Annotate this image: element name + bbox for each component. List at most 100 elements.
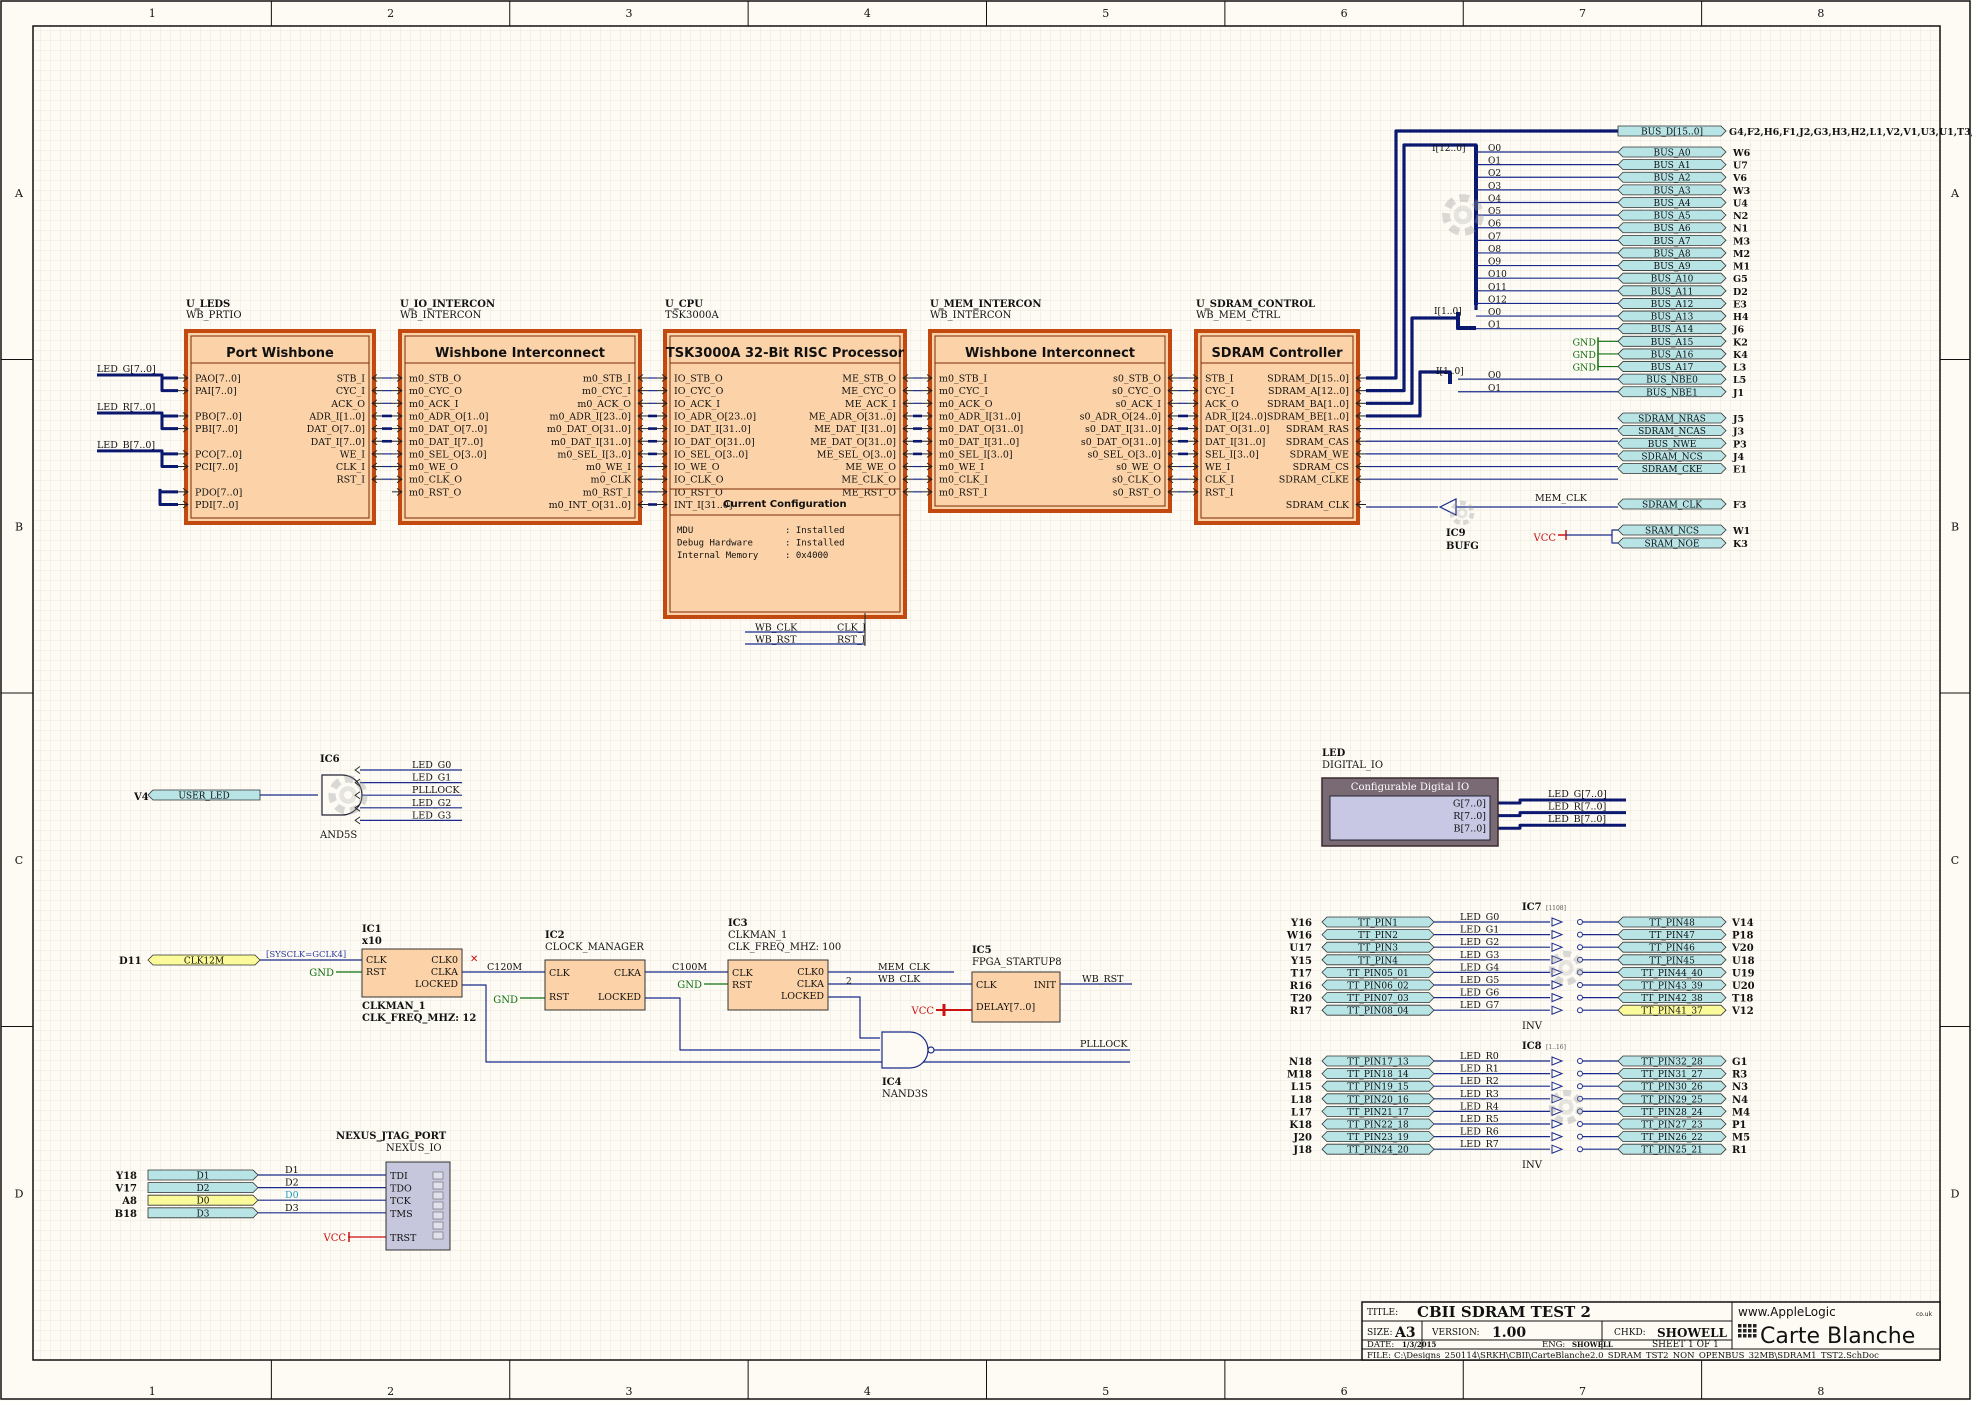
inverter-symbol	[1551, 1005, 1564, 1015]
port-label: BUS_A10	[1651, 275, 1694, 285]
port-tt-out[interactable]: TT_PIN42_38	[1617, 992, 1727, 1005]
port-tt-out[interactable]: TT_PIN45	[1617, 954, 1727, 967]
port-sdram-clk[interactable]: SDRAM_CLK	[1617, 498, 1727, 511]
port-tt-out[interactable]: TT_PIN48	[1617, 916, 1727, 929]
ic1-body[interactable]	[361, 948, 463, 998]
port-bus-nbe1[interactable]: BUS_NBE1	[1617, 386, 1727, 399]
port-sdram-ncas[interactable]: SDRAM_NCAS	[1617, 425, 1727, 438]
port-bus-a3[interactable]: BUS_A3	[1617, 184, 1727, 197]
net-label: LED_G2	[1460, 937, 1499, 948]
port-bus-a7[interactable]: BUS_A7	[1617, 234, 1727, 247]
port-jtag[interactable]: D3	[147, 1207, 259, 1220]
ic-type: CLOCK_MANAGER	[545, 942, 644, 953]
port-tt-out[interactable]: TT_PIN29_25	[1617, 1093, 1727, 1106]
pin-arrow	[1355, 374, 1362, 382]
port-tt-in[interactable]: TT_PIN3	[1321, 941, 1435, 954]
port-bus-a11[interactable]: BUS_A11	[1617, 285, 1727, 298]
port-tt-in[interactable]: TT_PIN18_14	[1321, 1068, 1435, 1081]
port-tt-in[interactable]: TT_PIN17_13	[1321, 1055, 1435, 1068]
block-frame[interactable]	[928, 329, 1172, 513]
pin-number: L17	[1291, 1107, 1312, 1118]
port-bus-nbe0[interactable]: BUS_NBE0	[1617, 373, 1727, 386]
port-tt-in[interactable]: TT_PIN24_20	[1321, 1143, 1435, 1156]
port-tt-in[interactable]: TT_PIN06_02	[1321, 979, 1435, 992]
port-tt-out[interactable]: TT_PIN28_24	[1617, 1106, 1727, 1118]
port-tt-out[interactable]: TT_PIN47	[1617, 929, 1727, 942]
nand-gate-symbol[interactable]	[881, 1031, 929, 1069]
block-designator: U_IO_INTERCON	[400, 299, 495, 310]
port-bus-a14[interactable]: BUS_A14	[1617, 323, 1727, 336]
pin-number: L5	[1733, 375, 1746, 386]
port-tt-out[interactable]: TT_PIN26_22	[1617, 1131, 1727, 1144]
port-jtag[interactable]: D0	[147, 1194, 259, 1207]
port-tt-out[interactable]: TT_PIN46	[1617, 941, 1727, 954]
zone-column-label: 2	[387, 1385, 394, 1398]
port-jtag[interactable]: D2	[147, 1182, 259, 1195]
tb-label: SIZE:	[1367, 1328, 1393, 1338]
inversion-bubble	[1577, 1007, 1583, 1014]
ic5-body[interactable]	[971, 971, 1061, 1023]
port-sdram-ncs[interactable]: SDRAM_NCS	[1617, 450, 1727, 463]
bufg-symbol[interactable]	[1438, 498, 1457, 516]
port-bus-a15[interactable]: BUS_A15	[1617, 335, 1727, 348]
port-tt-in[interactable]: TT_PIN4	[1321, 954, 1435, 967]
port-bus-a10[interactable]: BUS_A10	[1617, 272, 1727, 285]
ic2-body[interactable]	[544, 959, 646, 1011]
port-bus-a16[interactable]: BUS_A16	[1617, 348, 1727, 361]
port-tt-out[interactable]: TT_PIN30_26	[1617, 1080, 1727, 1093]
port-bus-a17[interactable]: BUS_A17	[1617, 361, 1727, 374]
port-tt-in[interactable]: TT_PIN23_19	[1321, 1131, 1435, 1144]
port-bus-a13[interactable]: BUS_A13	[1617, 310, 1727, 323]
port-tt-in[interactable]: TT_PIN08_04	[1321, 1004, 1435, 1017]
pin-number: Y15	[1290, 956, 1312, 967]
pin-number: P1	[1732, 1120, 1746, 1131]
port-label: TT_PIN07_03	[1347, 994, 1409, 1004]
port-bus-a5[interactable]: BUS_A5	[1617, 209, 1727, 222]
port-bus-a8[interactable]: BUS_A8	[1617, 247, 1727, 259]
port-sdram-cke[interactable]: SDRAM_CKE	[1617, 463, 1727, 476]
port-sram-ncs[interactable]: SRAM_NCS	[1617, 524, 1727, 537]
port-bus-a2[interactable]: BUS_A2	[1617, 171, 1727, 184]
port-tt-in[interactable]: TT_PIN20_16	[1321, 1093, 1435, 1106]
port-tt-in[interactable]: TT_PIN1	[1321, 916, 1435, 929]
port-tt-out[interactable]: TT_PIN44_40	[1617, 967, 1727, 979]
tap-label: O6	[1488, 220, 1501, 230]
port-user-led[interactable]: USER_LED	[147, 789, 261, 802]
block-type: NEXUS_IO	[386, 1143, 442, 1154]
port-tt-out[interactable]: TT_PIN43_39	[1617, 979, 1727, 992]
port-sram-noe[interactable]: SRAM_NOE	[1617, 537, 1727, 550]
port-tt-in[interactable]: TT_PIN19_15	[1321, 1080, 1435, 1093]
port-bus-a4[interactable]: BUS_A4	[1617, 197, 1727, 209]
port-tt-out[interactable]: TT_PIN41_37	[1617, 1004, 1727, 1017]
port-bus-a0[interactable]: BUS_A0	[1617, 146, 1727, 159]
net-label: LED_G6	[1460, 988, 1499, 999]
port-bus-a9[interactable]: BUS_A9	[1617, 260, 1727, 273]
block-frame[interactable]	[663, 329, 907, 619]
port-tt-in[interactable]: TT_PIN22_18	[1321, 1118, 1435, 1131]
port-sdram-nras[interactable]: SDRAM_NRAS	[1617, 412, 1727, 425]
port-bus-d[interactable]: BUS_D[15..0]	[1617, 125, 1727, 138]
pin-label: PBI[7..0]	[195, 424, 238, 435]
port-tt-out[interactable]: TT_PIN25_21	[1617, 1143, 1727, 1156]
port-clk12m[interactable]: CLK12M	[147, 954, 261, 967]
port-label: TT_PIN23_19	[1347, 1133, 1409, 1143]
port-bus-a12[interactable]: BUS_A12	[1617, 298, 1727, 310]
port-bus-nwe[interactable]: BUS_NWE	[1617, 437, 1727, 450]
port-tt-out[interactable]: TT_PIN27_23	[1617, 1118, 1727, 1131]
port-tt-out[interactable]: TT_PIN32_28	[1617, 1055, 1727, 1068]
port-jtag[interactable]: D1	[147, 1169, 259, 1182]
port-shape	[1617, 146, 1727, 158]
port-tt-in[interactable]: TT_PIN21_17	[1321, 1106, 1435, 1118]
port-tt-in[interactable]: TT_PIN05_01	[1321, 967, 1435, 979]
port-tt-in[interactable]: TT_PIN2	[1321, 929, 1435, 942]
ic3-body[interactable]	[727, 959, 829, 1011]
pin-label: m0_RST_I	[939, 487, 988, 498]
port-bus-a1[interactable]: BUS_A1	[1617, 159, 1727, 172]
and-gate-symbol[interactable]	[321, 774, 363, 816]
port-tt-out[interactable]: TT_PIN31_27	[1617, 1068, 1727, 1081]
port-tt-in[interactable]: TT_PIN07_03	[1321, 992, 1435, 1005]
pin-arrow	[902, 462, 909, 471]
port-bus-a6[interactable]: BUS_A6	[1617, 222, 1727, 235]
